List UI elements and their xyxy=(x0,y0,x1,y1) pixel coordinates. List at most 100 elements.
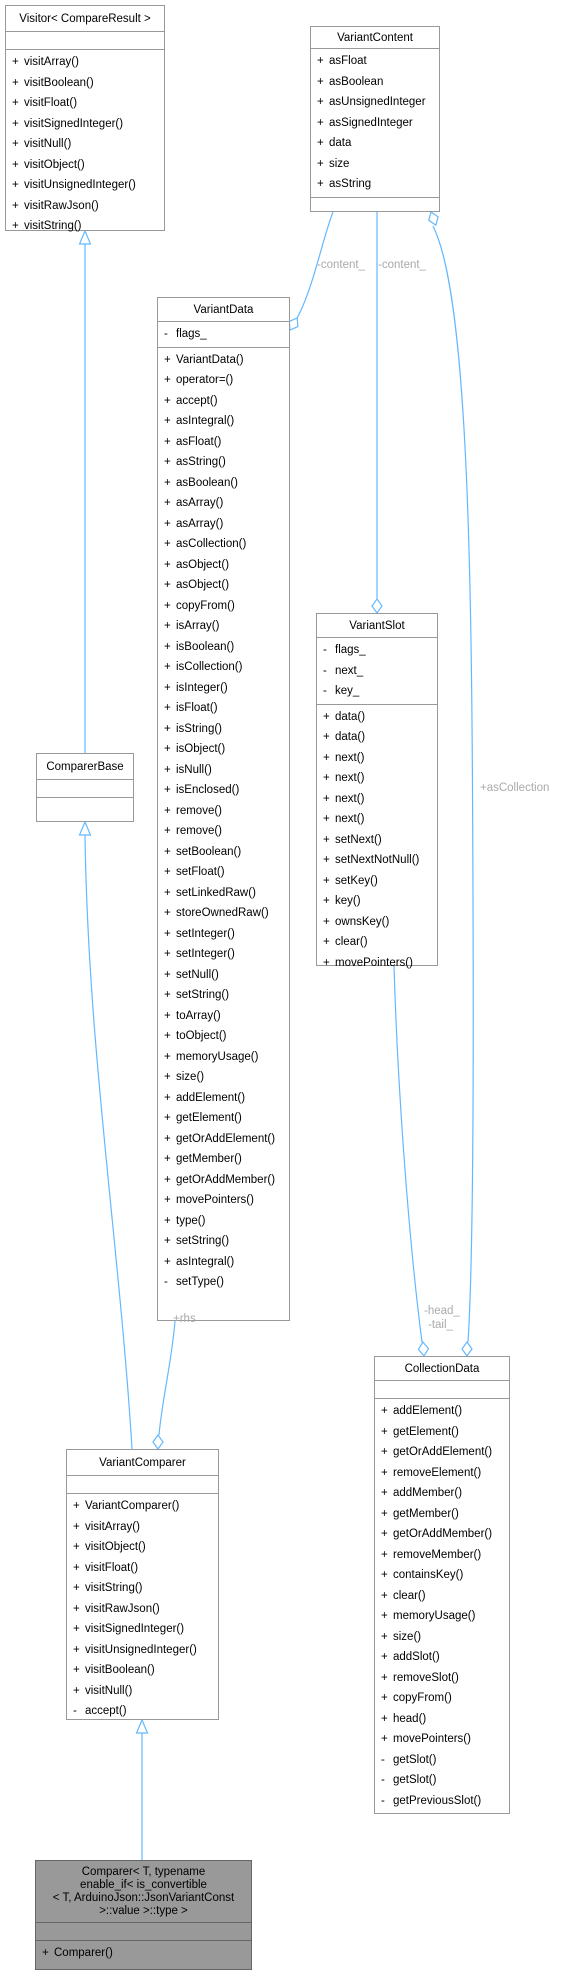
member-row[interactable]: +removeSlot() xyxy=(375,1668,509,1689)
member-row[interactable]: +isCollection() xyxy=(158,657,289,678)
member-row[interactable]: +size xyxy=(311,154,439,175)
member-row[interactable]: +asUnsignedInteger xyxy=(311,92,439,113)
member-row[interactable]: +visitUnsignedInteger() xyxy=(6,175,164,196)
member-row[interactable]: +isObject() xyxy=(158,739,289,760)
member-row[interactable]: +getElement() xyxy=(375,1422,509,1443)
member-row[interactable]: +asString() xyxy=(158,452,289,473)
member-row[interactable]: +asCollection() xyxy=(158,534,289,555)
member-row[interactable]: +visitArray() xyxy=(67,1517,218,1538)
member-row[interactable]: +asFloat xyxy=(311,51,439,72)
class-visitor-compareresult[interactable]: Visitor< CompareResult > +visitArray()+v… xyxy=(5,5,165,232)
member-row[interactable]: +data() xyxy=(317,707,437,728)
member-row[interactable]: +Comparer() xyxy=(36,1943,251,1964)
member-row[interactable]: +visitObject() xyxy=(6,155,164,176)
member-row[interactable]: -key_ xyxy=(317,681,437,702)
member-row[interactable]: +removeElement() xyxy=(375,1463,509,1484)
member-row[interactable]: +visitSignedInteger() xyxy=(6,114,164,135)
member-row[interactable]: +setFloat() xyxy=(158,862,289,883)
member-row[interactable]: +clear() xyxy=(317,932,437,953)
member-row[interactable]: +setKey() xyxy=(317,871,437,892)
member-row[interactable]: +copyFrom() xyxy=(158,596,289,617)
member-row[interactable]: +visitRawJson() xyxy=(6,196,164,217)
member-row[interactable]: -flags_ xyxy=(158,324,289,345)
member-row[interactable]: +setNextNotNull() xyxy=(317,850,437,871)
member-row[interactable]: +movePointers() xyxy=(317,953,437,974)
member-row[interactable]: +isArray() xyxy=(158,616,289,637)
member-row[interactable]: +asFloat() xyxy=(158,432,289,453)
member-row[interactable]: +toArray() xyxy=(158,1006,289,1027)
member-row[interactable]: +isBoolean() xyxy=(158,637,289,658)
member-row[interactable]: +operator=() xyxy=(158,370,289,391)
member-row[interactable]: +memoryUsage() xyxy=(158,1047,289,1068)
member-row[interactable]: -next_ xyxy=(317,661,437,682)
member-row[interactable]: -setType() xyxy=(158,1272,289,1293)
member-row[interactable]: -flags_ xyxy=(317,640,437,661)
member-row[interactable]: +getOrAddElement() xyxy=(158,1129,289,1150)
class-variant-slot[interactable]: VariantSlot -flags_-next_-key_ +data()+d… xyxy=(316,613,438,969)
class-variant-data[interactable]: VariantData -flags_ +VariantData()+opera… xyxy=(157,297,290,1321)
member-row[interactable]: -accept() xyxy=(67,1701,218,1722)
member-row[interactable]: +visitNull() xyxy=(6,134,164,155)
class-variant-comparer[interactable]: VariantComparer +VariantComparer()+visit… xyxy=(66,1449,219,1720)
member-row[interactable]: +VariantComparer() xyxy=(67,1496,218,1517)
member-row[interactable]: +asIntegral() xyxy=(158,1252,289,1273)
member-row[interactable]: +asObject() xyxy=(158,575,289,596)
member-row[interactable]: +next() xyxy=(317,789,437,810)
member-row[interactable]: +asString xyxy=(311,174,439,195)
member-row[interactable]: +addElement() xyxy=(158,1088,289,1109)
member-row[interactable]: +visitBoolean() xyxy=(6,73,164,94)
member-row[interactable]: +setInteger() xyxy=(158,944,289,965)
member-row[interactable]: +asBoolean() xyxy=(158,473,289,494)
member-row[interactable]: +ownsKey() xyxy=(317,912,437,933)
member-row[interactable]: +visitNull() xyxy=(67,1681,218,1702)
member-row[interactable]: +next() xyxy=(317,748,437,769)
member-row[interactable]: +setBoolean() xyxy=(158,842,289,863)
member-row[interactable]: +getOrAddMember() xyxy=(375,1524,509,1545)
member-row[interactable]: +copyFrom() xyxy=(375,1688,509,1709)
member-row[interactable]: +head() xyxy=(375,1709,509,1730)
member-row[interactable]: +visitBoolean() xyxy=(67,1660,218,1681)
class-comparer-template[interactable]: Comparer< T, typename enable_if< is_conv… xyxy=(35,1860,252,1970)
member-row[interactable]: +visitString() xyxy=(6,216,164,237)
member-row[interactable]: +toObject() xyxy=(158,1026,289,1047)
member-row[interactable]: +remove() xyxy=(158,821,289,842)
member-row[interactable]: +clear() xyxy=(375,1586,509,1607)
member-row[interactable]: +addElement() xyxy=(375,1401,509,1422)
member-row[interactable]: +movePointers() xyxy=(158,1190,289,1211)
member-row[interactable]: +accept() xyxy=(158,391,289,412)
member-row[interactable]: +size() xyxy=(375,1627,509,1648)
member-row[interactable]: +visitFloat() xyxy=(6,93,164,114)
member-row[interactable]: +getElement() xyxy=(158,1108,289,1129)
member-row[interactable]: +isString() xyxy=(158,719,289,740)
member-row[interactable]: +setNull() xyxy=(158,965,289,986)
member-row[interactable]: +key() xyxy=(317,891,437,912)
class-comparer-base[interactable]: ComparerBase xyxy=(36,753,134,822)
member-row[interactable]: +type() xyxy=(158,1211,289,1232)
member-row[interactable]: +next() xyxy=(317,768,437,789)
member-row[interactable]: +movePointers() xyxy=(375,1729,509,1750)
member-row[interactable]: -getSlot() xyxy=(375,1770,509,1791)
class-variant-content[interactable]: VariantContent +asFloat+asBoolean+asUnsi… xyxy=(310,26,440,212)
member-row[interactable]: +asObject() xyxy=(158,555,289,576)
member-row[interactable]: +removeMember() xyxy=(375,1545,509,1566)
member-row[interactable]: +setString() xyxy=(158,1231,289,1252)
member-row[interactable]: +next() xyxy=(317,809,437,830)
member-row[interactable]: +asBoolean xyxy=(311,72,439,93)
member-row[interactable]: +setNext() xyxy=(317,830,437,851)
member-row[interactable]: +asArray() xyxy=(158,514,289,535)
member-row[interactable]: +getMember() xyxy=(375,1504,509,1525)
member-row[interactable]: +containsKey() xyxy=(375,1565,509,1586)
member-row[interactable]: +asSignedInteger xyxy=(311,113,439,134)
class-collection-data[interactable]: CollectionData +addElement()+getElement(… xyxy=(374,1356,510,1814)
member-row[interactable]: +isFloat() xyxy=(158,698,289,719)
member-row[interactable]: +setString() xyxy=(158,985,289,1006)
member-row[interactable]: +visitFloat() xyxy=(67,1558,218,1579)
member-row[interactable]: +getMember() xyxy=(158,1149,289,1170)
member-row[interactable]: +getOrAddElement() xyxy=(375,1442,509,1463)
member-row[interactable]: +data() xyxy=(317,727,437,748)
member-row[interactable]: +isNull() xyxy=(158,760,289,781)
member-row[interactable]: +asIntegral() xyxy=(158,411,289,432)
member-row[interactable]: +visitString() xyxy=(67,1578,218,1599)
member-row[interactable]: +visitObject() xyxy=(67,1537,218,1558)
member-row[interactable]: +addMember() xyxy=(375,1483,509,1504)
